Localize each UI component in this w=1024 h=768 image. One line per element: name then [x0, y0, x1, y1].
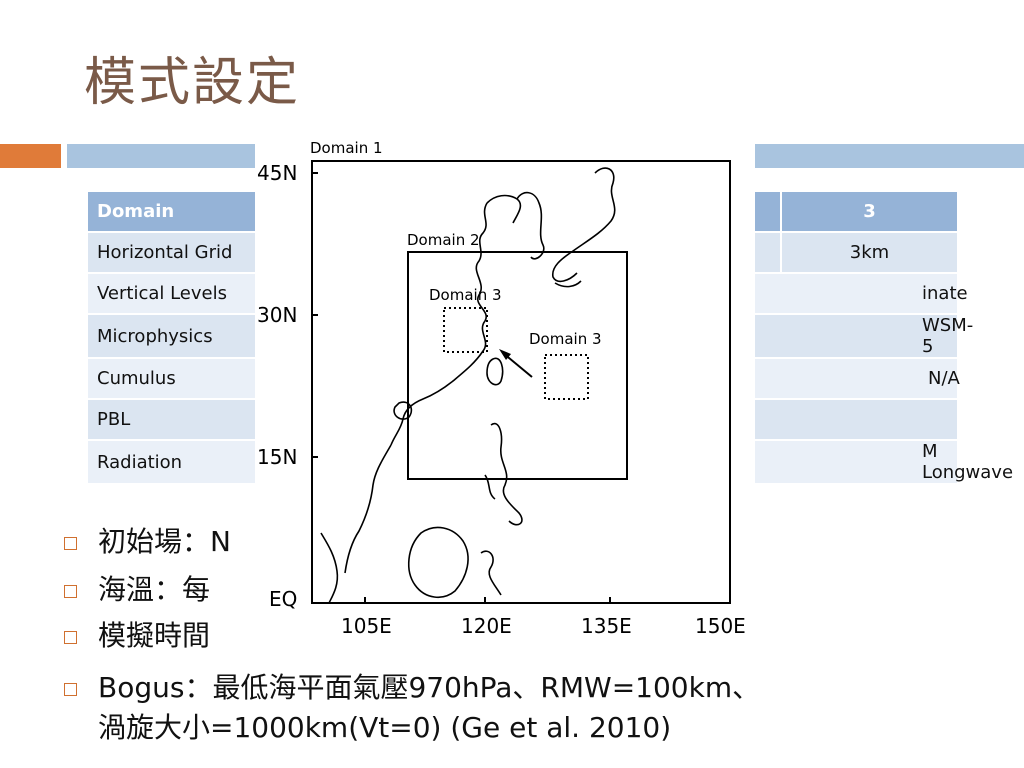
- domain-map-svg: Domain 1 Domain 2 Domain 3 Domain 3 45N …: [257, 139, 746, 638]
- row-value: N/A: [928, 368, 960, 389]
- lat-tick: EQ: [269, 587, 297, 611]
- lat-tick: 15N: [257, 445, 297, 469]
- row-label: PBL: [86, 398, 260, 441]
- row-label: Cumulus: [86, 357, 260, 400]
- bullet-square-icon: [64, 585, 77, 598]
- accent-bar-orange: [0, 144, 61, 168]
- label-domain-3-right: Domain 3: [529, 330, 602, 348]
- row-label: Vertical Levels: [86, 272, 260, 315]
- label-domain-3-left: Domain 3: [429, 286, 502, 304]
- domain-map-figure: Domain 1 Domain 2 Domain 3 Domain 3 45N …: [255, 133, 755, 643]
- lon-tick: 120E: [461, 614, 512, 638]
- row-value: M Longwave: [922, 441, 1014, 483]
- header-domain: Domain: [86, 190, 260, 233]
- lat-tick: 30N: [257, 303, 297, 327]
- label-domain-2: Domain 2: [407, 231, 480, 249]
- row-value: inate: [922, 283, 968, 304]
- lat-tick: 45N: [257, 161, 297, 185]
- row-value: WSM-5: [922, 315, 974, 357]
- row-label: Horizontal Grid: [86, 231, 260, 274]
- row-label: Radiation: [86, 439, 260, 485]
- arrow-head-icon: [499, 349, 511, 360]
- lon-tick: 135E: [581, 614, 632, 638]
- domain-3-left-box: [443, 307, 488, 353]
- slide-title: 模式設定: [84, 53, 301, 113]
- row-value: 3km: [780, 231, 959, 274]
- domain-3-right-box: [544, 354, 589, 400]
- header-col-3: 3: [780, 190, 959, 233]
- bullet-square-icon: [64, 537, 77, 550]
- bullet-square-icon: [64, 631, 77, 644]
- domain-2-box: [407, 251, 628, 480]
- row-label: Microphysics: [86, 313, 260, 359]
- lon-tick: 150E: [695, 614, 746, 638]
- map-frame: [311, 160, 731, 604]
- lon-tick: 105E: [341, 614, 392, 638]
- bullet-square-icon: [64, 683, 77, 696]
- axis-ticks: [312, 172, 611, 603]
- label-domain-1: Domain 1: [310, 139, 383, 157]
